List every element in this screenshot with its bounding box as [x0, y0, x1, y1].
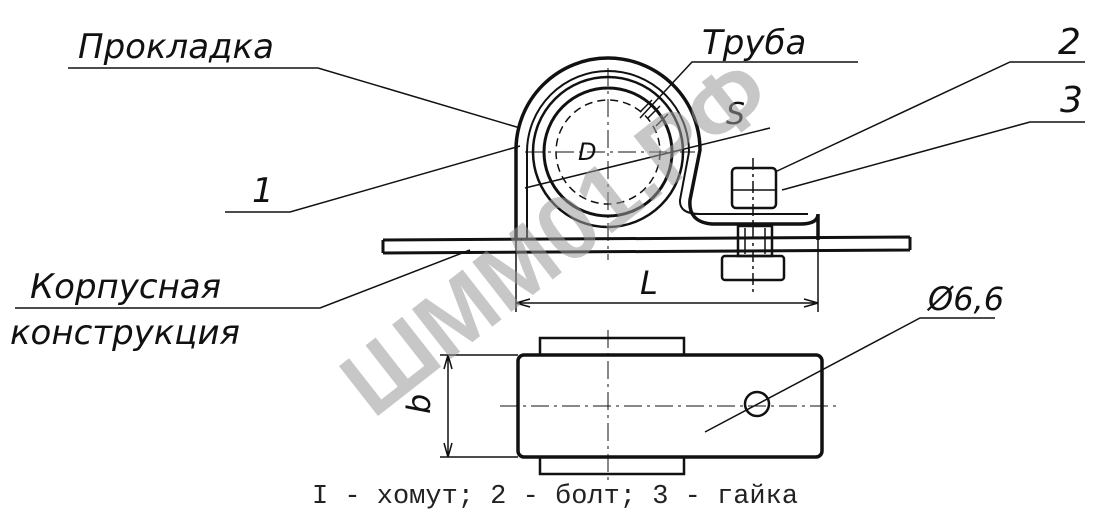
- diameter-line: [524, 127, 771, 189]
- plan-view: [440, 330, 840, 480]
- leader-hole: [704, 317, 995, 433]
- label-hole: Ø6,6: [926, 280, 1004, 318]
- leader-3: [781, 121, 1085, 191]
- dimension-l: [515, 240, 819, 312]
- gasket-plan-top: [538, 336, 686, 357]
- clamp-strap-outer: [514, 56, 820, 240]
- bolt-hole: [743, 390, 771, 418]
- nut-top: [730, 166, 778, 210]
- leader-lines: [15, 61, 1085, 433]
- label-callout-1: 1: [252, 171, 274, 211]
- label-pipe: Труба: [702, 23, 806, 63]
- label-callout-3: 3: [1060, 80, 1083, 121]
- leader-gasket: [68, 67, 521, 129]
- label-thickness: S: [726, 97, 745, 132]
- label-width: b: [400, 394, 438, 414]
- caption: I - хомут; 2 - болт; 3 - гайка: [312, 482, 798, 512]
- label-hull-line2: конструкция: [10, 313, 240, 353]
- label-diameter: D: [578, 138, 596, 166]
- gasket-plan-bottom: [538, 455, 686, 476]
- label-length: L: [640, 264, 658, 302]
- hull-plate: [381, 235, 912, 255]
- leader-pipe: [639, 61, 858, 119]
- leader-hull: [15, 249, 471, 309]
- leader-1: [225, 145, 521, 213]
- dimension-b: [440, 354, 518, 458]
- section-view: [381, 56, 912, 312]
- leader-2: [774, 61, 1085, 173]
- clamp-strap-inner: [526, 70, 808, 238]
- label-callout-2: 2: [1058, 22, 1081, 63]
- label-gasket: Прокладка: [78, 27, 274, 67]
- label-hull-line1: Корпусная: [30, 267, 221, 307]
- pipe-wall-hatch: [639, 99, 669, 127]
